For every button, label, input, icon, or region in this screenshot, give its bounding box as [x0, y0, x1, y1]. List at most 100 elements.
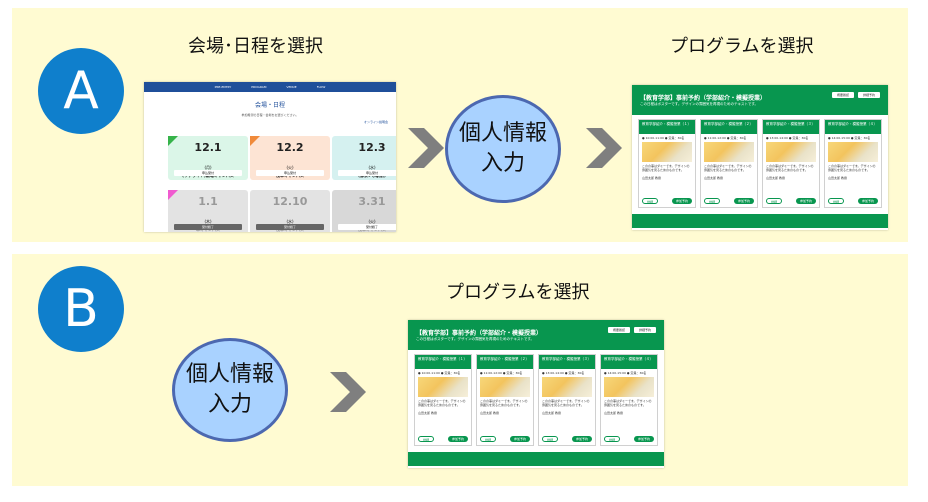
detail-button[interactable]: 詳細: [766, 198, 782, 204]
program-header-button[interactable]: 詳細予約: [634, 327, 656, 333]
detail-button[interactable]: 詳細: [604, 436, 620, 442]
program-title: 【教育学部】事前予約（学部紹介・模擬授業）: [416, 328, 542, 337]
online-link: オンライン説明会: [364, 120, 388, 124]
program-card-actions: 詳細 参加予約: [418, 436, 468, 442]
bubble-text: 個人情報: [459, 119, 547, 149]
program-card-actions: 詳細 参加予約: [828, 198, 878, 204]
program-card-title: 教育学部紹介・模擬授業（４）: [825, 120, 881, 134]
venue-nav: PRE-ENTRY PROGRAM VENUE FLOW: [144, 82, 396, 92]
detail-button[interactable]: 詳細: [828, 198, 844, 204]
venue-card[interactable]: 1.1(木)本キャンパス受付終了: [168, 190, 248, 232]
venue-apply-button[interactable]: 申込受付: [338, 170, 396, 176]
program-card[interactable]: 教育学部紹介・模擬授業（４）● 14:00-15:00 ● 定員：30名このの事…: [600, 354, 658, 446]
venue-card[interactable]: 12.2(火)浅草キャンパス申込受付: [250, 136, 330, 180]
program-card[interactable]: 教育学部紹介・模擬授業（３）● 13:00-14:00 ● 定員：30名このの事…: [762, 119, 820, 208]
venue-date: 12.2: [250, 141, 330, 154]
program-card-teacher: 山田太郎 教授: [415, 409, 471, 417]
flow-panel-a: A 会場･日程を選択 プログラムを選択 PRE-ENTRY PROGRAM VE…: [12, 8, 908, 242]
program-card-actions: 詳細 参加予約: [642, 198, 692, 204]
program-card-actions: 詳細 参加予約: [604, 436, 654, 442]
program-card-meta: ● 11:00-12:00 ● 定員：30名: [477, 369, 533, 377]
venue-apply-button[interactable]: 受付終了: [338, 224, 396, 230]
venue-apply-button[interactable]: 申込受付: [256, 170, 324, 176]
venue-nav-item: FLOW: [317, 85, 326, 89]
program-card-image: [604, 377, 654, 397]
program-card-teacher: 山田太郎 教授: [639, 174, 695, 182]
program-title: 【教育学部】事前予約（学部紹介・模擬授業）: [640, 93, 766, 102]
reserve-button[interactable]: 参加予約: [572, 436, 592, 442]
program-card-meta: ● 14:00-15:00 ● 定員：30名: [825, 134, 881, 142]
program-header-button[interactable]: 概要確認: [832, 92, 854, 98]
step-label-program: プログラムを選択: [670, 32, 813, 58]
program-card-meta: ● 10:00-11:00 ● 定員：30名: [639, 134, 695, 142]
program-card-meta: ● 13:00-14:00 ● 定員：30名: [763, 134, 819, 142]
program-card-image: [704, 142, 754, 162]
venue-apply-button[interactable]: 申込受付: [174, 170, 242, 176]
venue-apply-button[interactable]: 受付終了: [256, 224, 324, 230]
reserve-button[interactable]: 参加予約: [672, 198, 692, 204]
program-card-title: 教育学部紹介・模擬授業（３）: [539, 355, 595, 369]
reserve-button[interactable]: 参加予約: [796, 198, 816, 204]
reserve-button[interactable]: 参加予約: [448, 436, 468, 442]
venue-card[interactable]: 12.10(水)浅草キャンパス受付終了: [250, 190, 330, 232]
program-card[interactable]: 教育学部紹介・模擬授業（１）● 10:00-11:00 ● 定員：30名このの事…: [414, 354, 472, 446]
corner-tag: [168, 190, 178, 200]
program-card-meta: ● 13:00-14:00 ● 定員：30名: [539, 369, 595, 377]
venue-title: 会場・日程: [144, 100, 396, 109]
reserve-button[interactable]: 参加予約: [858, 198, 878, 204]
program-card[interactable]: 教育学部紹介・模擬授業（２）● 11:00-12:00 ● 定員：30名このの事…: [700, 119, 758, 208]
program-card[interactable]: 教育学部紹介・模擬授業（４）● 14:00-15:00 ● 定員：30名このの事…: [824, 119, 882, 208]
venue-date: 12.10: [250, 195, 330, 208]
venue-date: 3.31: [332, 195, 396, 208]
venue-apply-button[interactable]: 受付終了: [174, 224, 242, 230]
program-screenshot-a: 【教育学部】事前予約（学部紹介・模擬授業）この日程はポスターです。デザインの雰囲…: [632, 85, 888, 230]
reserve-button[interactable]: 参加予約: [510, 436, 530, 442]
reserve-button[interactable]: 参加予約: [734, 198, 754, 204]
step-label-program: プログラムを選択: [446, 278, 589, 304]
badge-b: B: [38, 266, 124, 352]
program-card-desc: このの事はダミーです。デザインの雰囲気を見るためのものです。: [763, 162, 819, 174]
venue-date: 1.1: [168, 195, 248, 208]
program-card-desc: このの事はダミーです。デザインの雰囲気を見るためのものです。: [639, 162, 695, 174]
detail-button[interactable]: 詳細: [480, 436, 496, 442]
venue-screenshot: PRE-ENTRY PROGRAM VENUE FLOW 会場・日程 参加希望の…: [144, 82, 396, 232]
program-card-title: 教育学部紹介・模擬授業（２）: [701, 120, 757, 134]
venue-card[interactable]: 12.3(水)(御茶ノ水駅前)申込受付: [332, 136, 396, 180]
program-card-title: 教育学部紹介・模擬授業（１）: [639, 120, 695, 134]
program-header-button[interactable]: 詳細予約: [858, 92, 880, 98]
bubble-text: 入力: [186, 390, 274, 420]
detail-button[interactable]: 詳細: [642, 198, 658, 204]
venue-date: 12.3: [332, 141, 396, 154]
program-card-teacher: 山田太郎 教授: [825, 174, 881, 182]
detail-button[interactable]: 詳細: [542, 436, 558, 442]
flow-panel-b: B プログラムを選択 個人情報 入力 【教育学部】事前予約（学部紹介・模擬授業）…: [12, 254, 908, 486]
venue-card[interactable]: 12.1(月)(サテライト)駒場キャンパス申込受付: [168, 136, 248, 180]
chevron-right-icon: [330, 372, 366, 412]
detail-button[interactable]: 詳細: [704, 198, 720, 204]
program-header-button[interactable]: 概要確認: [608, 327, 630, 333]
reserve-button[interactable]: 参加予約: [634, 436, 654, 442]
program-card[interactable]: 教育学部紹介・模擬授業（３）● 13:00-14:00 ● 定員：30名このの事…: [538, 354, 596, 446]
chevron-right-icon: [408, 128, 444, 168]
program-card-title: 教育学部紹介・模擬授業（２）: [477, 355, 533, 369]
venue-card[interactable]: 3.31(火)浅草キャンパス受付終了: [332, 190, 396, 232]
program-card-teacher: 山田太郎 教授: [477, 409, 533, 417]
venue-subtitle: 参加希望の日程・会場をお選びください。: [144, 113, 396, 117]
venue-nav-item: PRE-ENTRY: [215, 85, 232, 89]
program-card-image: [542, 377, 592, 397]
program-card-desc: このの事はダミーです。デザインの雰囲気を見るためのものです。: [539, 397, 595, 409]
next-program-header: [632, 214, 888, 228]
program-card-meta: ● 11:00-12:00 ● 定員：30名: [701, 134, 757, 142]
program-card-teacher: 山田太郎 教授: [539, 409, 595, 417]
step-label-venue: 会場･日程を選択: [188, 32, 323, 58]
program-header: 【教育学部】事前予約（学部紹介・模擬授業）この日程はポスターです。デザインの雰囲…: [632, 85, 888, 115]
program-header: 【教育学部】事前予約（学部紹介・模擬授業）この日程はポスターです。デザインの雰囲…: [408, 320, 664, 350]
program-card[interactable]: 教育学部紹介・模擬授業（２）● 11:00-12:00 ● 定員：30名このの事…: [476, 354, 534, 446]
venue-nav-item: PROGRAM: [251, 85, 266, 89]
bubble-text: 入力: [459, 149, 547, 179]
program-card-image: [642, 142, 692, 162]
program-card-desc: このの事はダミーです。デザインの雰囲気を見るためのものです。: [601, 397, 657, 409]
detail-button[interactable]: 詳細: [418, 436, 434, 442]
program-card[interactable]: 教育学部紹介・模擬授業（１）● 10:00-11:00 ● 定員：30名このの事…: [638, 119, 696, 208]
program-card-image: [766, 142, 816, 162]
